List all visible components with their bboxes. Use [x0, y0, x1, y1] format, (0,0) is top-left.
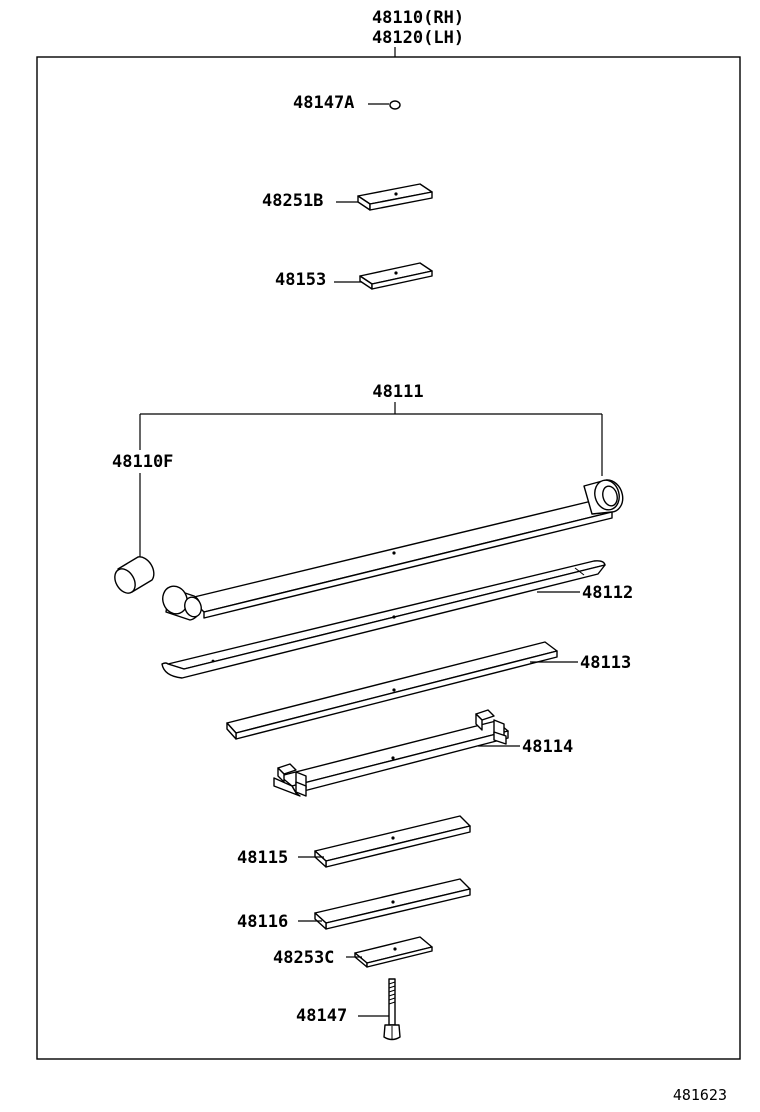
- assembly-label-rh: 48110(RH): [372, 8, 464, 28]
- bottom-seat-hole: [393, 947, 397, 951]
- leaf-2-taper: [574, 567, 585, 576]
- label-nut: 48147A: [293, 93, 354, 113]
- top-pad-hole: [394, 271, 398, 275]
- main-leaf-left-eye-hole: [184, 596, 202, 618]
- label-top-pad: 48153: [275, 270, 326, 290]
- label-leaf-3: 48113: [580, 653, 631, 673]
- assembly-frame: [36, 56, 741, 1060]
- leaf-4-left-clip-side: [277, 767, 285, 783]
- leaf-5-end: [314, 850, 327, 868]
- leaf-4-edge: [291, 730, 509, 794]
- leaf-2-clip-hole: [211, 659, 215, 663]
- leaf-4-left-clip-lower: [295, 781, 307, 797]
- top-seat-front: [369, 191, 433, 211]
- main-leaf-edge: [203, 511, 613, 619]
- top-pad-front: [371, 270, 433, 290]
- center-bolt-thread: [388, 981, 396, 1005]
- label-leaf-4: 48114: [522, 737, 573, 757]
- bottom-seat-front: [366, 946, 433, 968]
- part-nut: 48147A: [293, 93, 401, 113]
- label-center-bolt: 48147: [296, 1006, 347, 1026]
- main-leaf-hole: [392, 551, 396, 555]
- part-center-bolt: 48147: [296, 978, 401, 1041]
- label-leaf-2: 48112: [582, 583, 633, 603]
- leaf-2-edge: [161, 564, 606, 679]
- leaf-3-end: [226, 722, 237, 740]
- label-bushing-bg: [108, 450, 188, 472]
- leaf-3-edge: [235, 650, 558, 740]
- label-top-seat: 48251B: [262, 191, 323, 211]
- leaf-3-top: [226, 641, 558, 734]
- part-leaf-5: 48115: [237, 815, 471, 868]
- main-leaf: [162, 479, 624, 621]
- leaf-6-hole: [391, 900, 395, 904]
- part-bottom-seat: 48253C: [273, 936, 433, 968]
- leaf-2-hole: [392, 615, 396, 619]
- bushing-end: [114, 568, 136, 594]
- leaf-3-hole: [392, 688, 396, 692]
- part-leaf-3: 48113: [226, 641, 631, 740]
- main-leaf-top: [189, 499, 613, 613]
- part-main-leaf-group: 48111: [139, 382, 603, 476]
- leaf-4-top: [279, 720, 509, 787]
- part-leaf-4: 48114: [273, 709, 573, 797]
- top-seat-hole: [394, 192, 398, 196]
- leaf-5-hole: [391, 836, 395, 840]
- label-leaf-6: 48116: [237, 912, 288, 932]
- main-leaf-right-eye-hole: [602, 485, 618, 507]
- label-leaf-5: 48115: [237, 848, 288, 868]
- leaf-4-right-clip-lower: [493, 731, 507, 745]
- main-leaf-left-eye: [162, 585, 188, 615]
- assembly-label-lh: 48120(LH): [372, 28, 464, 48]
- label-bushing: 48110F: [112, 452, 173, 472]
- label-bottom-seat: 48253C: [273, 948, 334, 968]
- leaf-4-right-clip-side: [475, 713, 483, 731]
- part-leaf-6: 48116: [237, 878, 471, 932]
- leaf-4-end: [273, 777, 301, 797]
- label-main-leaf-group: 48111: [372, 382, 423, 402]
- part-top-pad: 48153: [275, 262, 433, 290]
- leaf-4-hole: [391, 756, 395, 760]
- part-top-seat: 48251B: [262, 183, 433, 211]
- part-bushing: 48110F: [108, 450, 188, 594]
- nut-shape: [389, 100, 401, 110]
- figure-number: 481623: [673, 1086, 727, 1104]
- part-leaf-2: 48112: [161, 560, 633, 679]
